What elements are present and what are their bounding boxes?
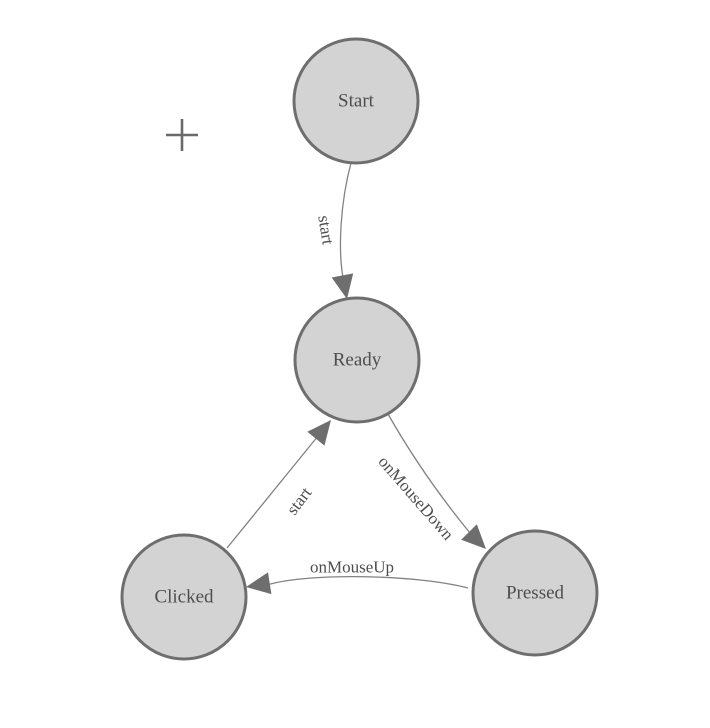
node-clicked[interactable]: Clicked bbox=[120, 533, 248, 661]
edge-label-onmouseup[interactable]: onMouseUp bbox=[310, 558, 394, 577]
edge-line-start-to-ready[interactable] bbox=[339, 162, 352, 284]
arrowhead-into-clicked bbox=[246, 572, 272, 595]
edge-label-start-2[interactable]: start bbox=[283, 483, 316, 518]
node-ready-circle[interactable] bbox=[293, 296, 421, 424]
node-clicked-label: Clicked bbox=[154, 587, 214, 608]
node-pressed-label: Pressed bbox=[506, 583, 565, 604]
node-start-label: Start bbox=[338, 91, 375, 112]
node-start-circle[interactable] bbox=[292, 37, 420, 165]
node-start[interactable]: Start bbox=[292, 37, 420, 165]
arrowhead-into-pressed bbox=[461, 524, 486, 549]
edge-label-start[interactable]: start bbox=[314, 214, 337, 246]
node-pressed-circle[interactable] bbox=[471, 529, 599, 657]
node-ready[interactable]: Ready bbox=[293, 296, 421, 424]
edge-line-ready-to-pressed[interactable] bbox=[387, 413, 471, 534]
plus-crosshair-icon bbox=[166, 119, 198, 151]
node-pressed[interactable]: Pressed bbox=[471, 529, 599, 657]
edge-label-onmousedown[interactable]: onMouseDown bbox=[374, 452, 457, 544]
edge-line-clicked-to-ready[interactable] bbox=[226, 435, 319, 549]
edge-ready-to-pressed[interactable]: onMouseDown bbox=[374, 413, 493, 557]
node-ready-label: Ready bbox=[333, 350, 382, 371]
node-clicked-circle[interactable] bbox=[120, 533, 248, 661]
edge-line-pressed-to-clicked[interactable] bbox=[266, 575, 469, 589]
arrowhead-into-ready bbox=[331, 273, 354, 299]
arrowhead-into-ready-from-clicked bbox=[307, 420, 331, 446]
edge-clicked-to-ready[interactable]: start bbox=[226, 413, 340, 549]
edge-start-to-ready[interactable]: start bbox=[314, 162, 357, 301]
edge-pressed-to-clicked[interactable]: onMouseUp bbox=[244, 558, 469, 598]
